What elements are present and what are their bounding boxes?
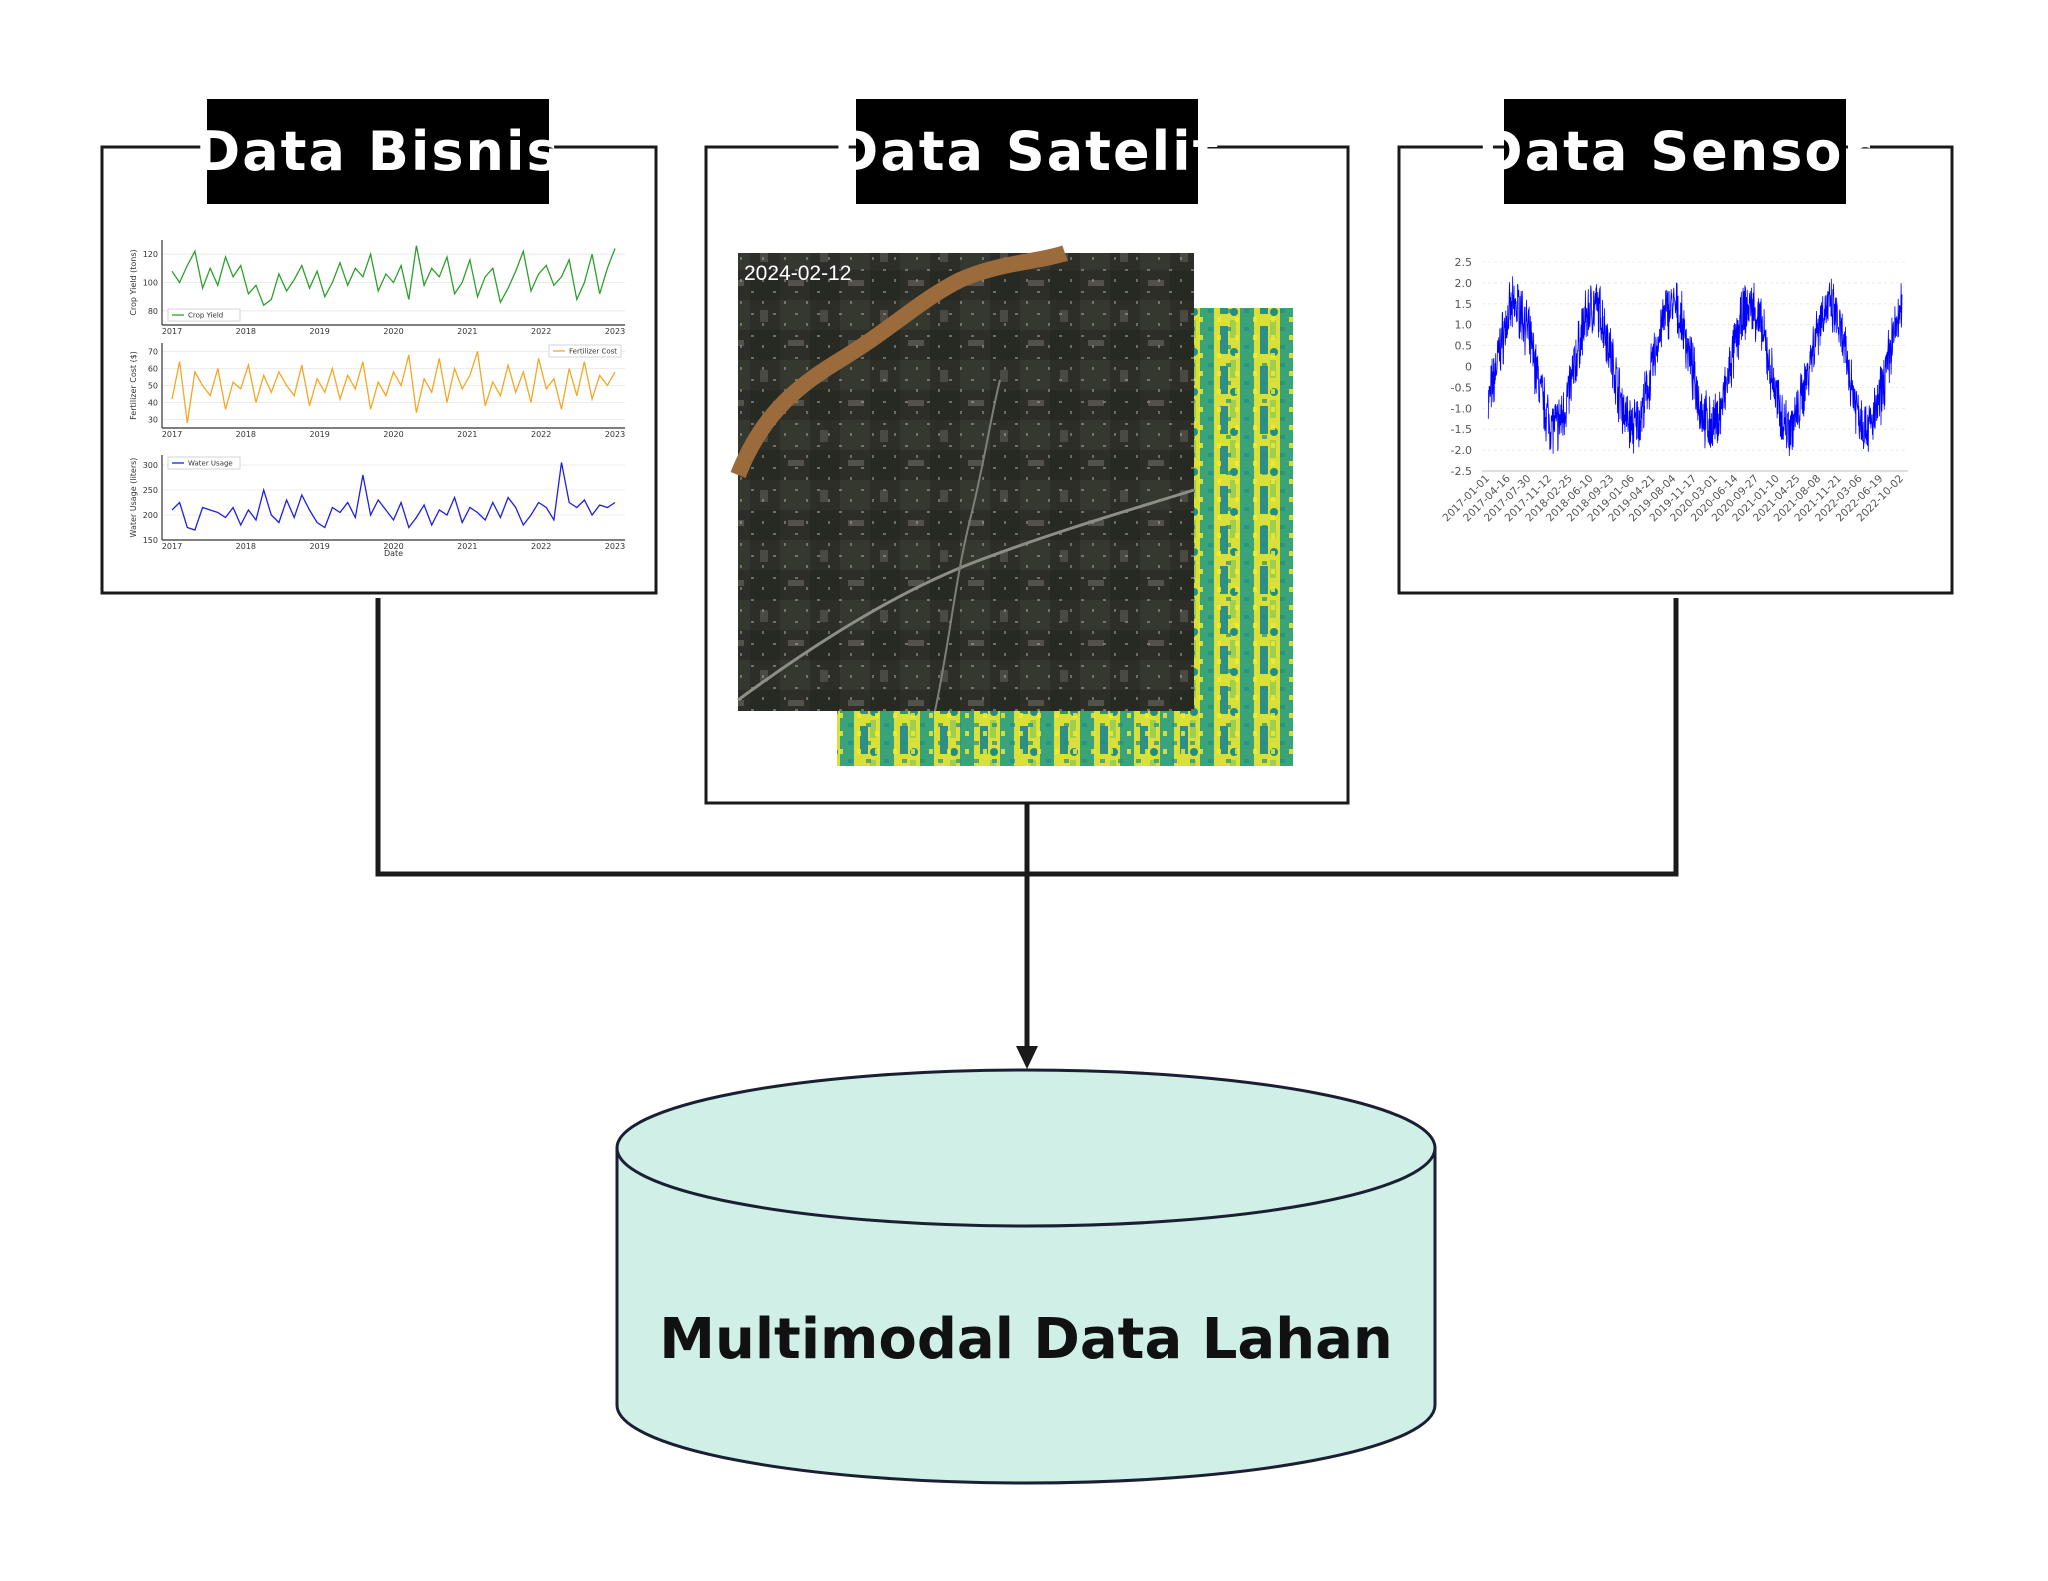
y-tick-label: 0.5 [1455,340,1473,353]
database-cylinder: Multimodal Data Lahan [615,1068,1437,1485]
series-line-water-usage [171,462,616,531]
x-tick-label: 2018 [236,327,256,336]
x-tick-label: 2021 [457,430,477,439]
legend-label: Crop Yield [188,312,223,320]
sensor-chart-area: -2.5-2.0-1.5-1.0-0.500.51.01.52.02.52017… [1440,256,1908,524]
x-tick-label: 2023 [605,327,625,336]
x-tick-label: 2022 [531,542,551,551]
river-shape [730,245,1068,478]
panel-bisnis-title: Data Bisnis [195,120,560,183]
panel-satelit-title: Data Satelit [834,120,1221,183]
legend-label: Fertilizer Cost [569,348,617,356]
arrow-head-icon [1016,1046,1038,1069]
y-tick-label: -0.5 [1451,381,1472,394]
legend-box [167,456,241,470]
panel-bisnis: 80 100 120 2017 2018 2019 2020 2021 2022 2023 Crop… [100,99,658,595]
y-tick-label: -2.0 [1451,444,1472,457]
y-tick-label: -2.5 [1451,465,1472,478]
x-tick-label: 2019 [309,430,329,439]
x-tick-label: 2022 [531,430,551,439]
legend-box [548,344,622,358]
y-tick-label: 1.5 [1455,298,1473,311]
legend: Water Usage [167,456,241,470]
x-tick-label: 2022 [531,327,551,336]
satellite-date-label: 2024-02-12 [744,262,851,285]
x-tick-label: 2023 [605,430,625,439]
x-tick-label: 2021 [457,542,477,551]
x-tick-label: 2018 [236,542,256,551]
y-tick-label: 0 [1465,361,1472,374]
series-line-crop-yield [171,245,616,307]
y-tick-label: -1.5 [1451,423,1472,436]
y-axis-label: Crop Yield (tons) [129,249,138,315]
y-tick-label: 40 [148,399,158,408]
y-tick-label: 30 [148,416,158,425]
road-shape-secondary [934,379,1001,712]
y-tick-label: 2.5 [1455,256,1473,269]
road-shape [737,488,1195,702]
y-tick-label: 100 [143,279,158,288]
x-tick-label: 2017 [162,430,182,439]
legend: Crop Yield [167,308,241,322]
sensor-series-line [1487,276,1903,457]
y-tick-label: 300 [143,461,158,470]
bisnis-subchart-1: 30 40 50 60 70 2017 2018 2019 2020 2021 2022 2023 Fe… [129,343,625,439]
x-tick-label: 2019 [309,542,329,551]
panel-satelit: 2024-02-12 Data Satelit [704,99,1350,805]
panel-sensor: -2.5-2.0-1.5-1.0-0.500.51.01.52.02.52017… [1397,99,1954,595]
x-tick-label: 2020 [383,327,403,336]
panel-sensor-title: Data Sensor [1478,120,1872,183]
x-tick-label: 2017 [162,327,182,336]
bisnis-subchart-0: 80 100 120 2017 2018 2019 2020 2021 2022 2023 Crop… [129,240,625,336]
x-tick-label: 2017 [162,542,182,551]
y-axis-label: Fertilizer Cost ($) [129,351,138,420]
y-tick-label: 50 [148,382,158,391]
y-tick-label: 150 [143,536,158,545]
legend-label: Water Usage [188,460,233,468]
x-tick-label: 2019 [309,327,329,336]
y-tick-label: 250 [143,486,158,495]
y-tick-label: 60 [148,365,158,374]
y-tick-label: 200 [143,511,158,520]
bisnis-chart-area: 80 100 120 2017 2018 2019 2020 2021 2022 2023 Crop… [129,240,625,558]
x-tick-label: 2020 [383,430,403,439]
panel-satelit-title-box [856,99,1198,204]
y-tick-label: 80 [148,307,158,316]
y-tick-label: 2.0 [1455,277,1473,290]
y-tick-label: 70 [148,348,158,357]
x-tick-label: 2023 [605,542,625,551]
panel-bisnis-frame [100,145,658,595]
panel-sensor-title-box [1504,99,1846,204]
y-axis-label: Water Usage (liters) [129,458,138,538]
y-tick-label: 120 [143,250,158,259]
legend-box [167,308,241,322]
satellite-rgb-image: 2024-02-12 [730,245,1195,712]
y-tick-label: -1.0 [1451,402,1472,415]
bisnis-subchart-2: 150 200 250 300 2017 2018 2019 2020 2021 2022 2023… [129,455,625,551]
x-tick-label: 2020 [383,542,403,551]
connector-lines [375,598,1679,1069]
legend: Fertilizer Cost [548,344,622,358]
database-label: Multimodal Data Lahan [659,1307,1392,1372]
x-tick-label: 2018 [236,430,256,439]
x-axis-label: Date [384,549,403,558]
database-body [615,1146,1437,1485]
x-tick-label: 2021 [457,327,477,336]
panel-sensor-frame [1397,145,1954,595]
y-tick-label: 1.0 [1455,319,1473,332]
panel-bisnis-title-box [207,99,549,204]
database-top [615,1068,1437,1228]
series-line-fertilizer-cost [171,351,616,423]
